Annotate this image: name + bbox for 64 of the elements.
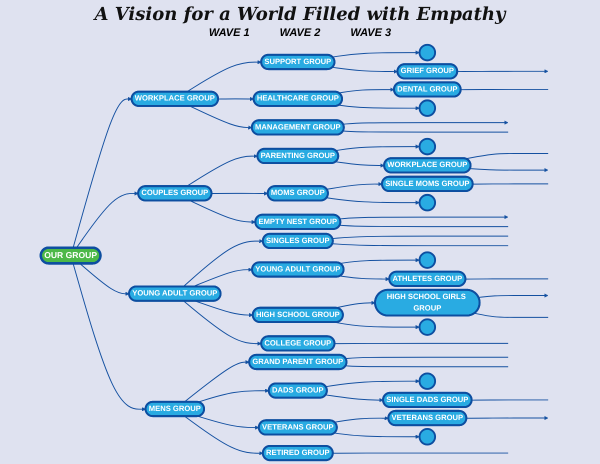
- connector-line: [471, 399, 548, 401]
- arrow: [342, 120, 508, 125]
- arrow: [211, 191, 268, 196]
- arrow: [326, 182, 382, 190]
- wave-label: WAVE 3: [350, 27, 392, 39]
- arrow: [183, 360, 250, 403]
- connector-line: [339, 224, 508, 228]
- arrow: [332, 66, 398, 74]
- arrow: [478, 293, 548, 298]
- connector-line: [345, 365, 508, 368]
- group-circle: [418, 372, 436, 390]
- group-circle: [418, 428, 436, 446]
- arrow: [79, 263, 130, 296]
- arrow: [335, 144, 420, 152]
- arrow: [339, 215, 508, 220]
- arrow: [469, 168, 548, 172]
- group-circle: [418, 44, 436, 62]
- arrow: [182, 300, 262, 346]
- arrow: [186, 60, 262, 92]
- arrow: [325, 379, 420, 388]
- arrow: [332, 50, 420, 58]
- arrow: [339, 276, 390, 282]
- arrow: [72, 263, 146, 412]
- connector-line: [345, 356, 508, 360]
- connector-line: [334, 342, 508, 344]
- arrow: [197, 416, 260, 430]
- arrow: [338, 88, 394, 94]
- arrow: [194, 300, 253, 318]
- arrow: [326, 197, 420, 205]
- group-circle: [418, 99, 436, 117]
- connector-line: [332, 243, 508, 246]
- arrow: [197, 388, 269, 403]
- arrow: [339, 258, 420, 264]
- group-circle: [418, 251, 436, 269]
- arrow: [334, 416, 389, 423]
- arrow: [72, 96, 132, 248]
- connector-line: [332, 236, 508, 240]
- connector-line: [465, 153, 548, 160]
- arrow: [338, 104, 420, 110]
- arrow: [456, 69, 548, 74]
- arrow: [335, 161, 384, 168]
- group-circle: [418, 138, 436, 156]
- connector-line: [460, 88, 548, 90]
- arrow: [189, 200, 256, 224]
- group-oval: OUR GROUP: [39, 246, 102, 265]
- arrow: [184, 416, 264, 456]
- group-circle: [418, 318, 436, 336]
- connector-line: [474, 312, 548, 318]
- arrow: [466, 416, 548, 420]
- arrow: [76, 191, 138, 248]
- connector-line: [332, 452, 508, 454]
- arrow: [325, 394, 384, 402]
- group-circle: [418, 194, 436, 212]
- title: A Vision for a World Filled with Empathy: [94, 4, 506, 25]
- arrow: [186, 154, 258, 187]
- connector-line: [464, 278, 548, 280]
- arrow: [182, 239, 264, 288]
- connector-line: [472, 183, 548, 185]
- connector-line: [342, 130, 508, 133]
- arrow: [189, 106, 252, 130]
- wave-label: WAVE 1: [208, 27, 250, 39]
- arrow: [334, 432, 420, 439]
- wave-label: WAVE 2: [280, 27, 320, 39]
- arrow: [218, 96, 254, 102]
